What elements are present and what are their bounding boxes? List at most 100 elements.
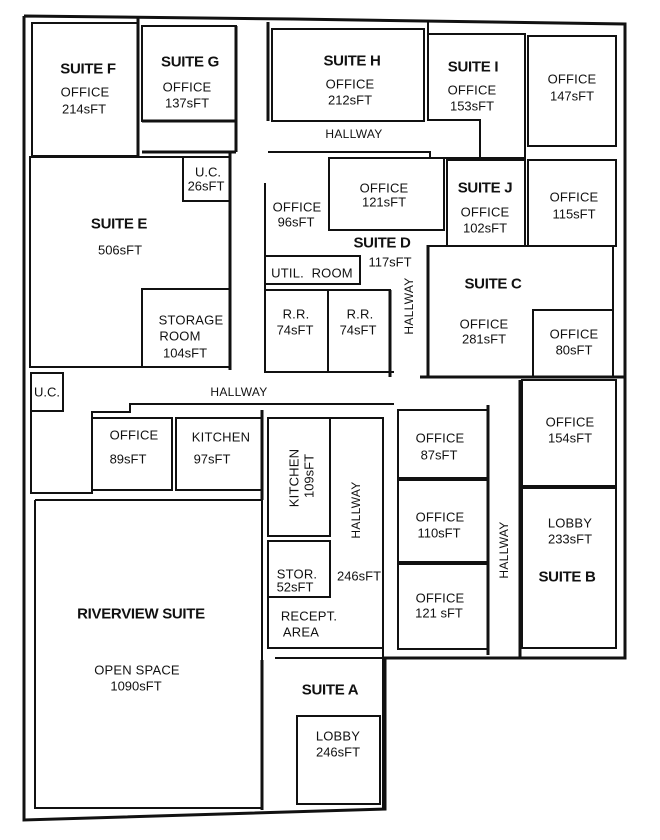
office-96[interactable]: OFFICE 96sFT [265, 183, 329, 256]
uc-west-label: U.C. [34, 384, 60, 400]
suite-j-name: SUITE J [457, 179, 513, 197]
suite-j-area: 102sFT [462, 220, 508, 236]
office-115[interactable]: OFFICE 115sFT [528, 160, 616, 246]
hallway-center-label: HALLWAY [349, 481, 364, 539]
suite-a-type: LOBBY [315, 728, 361, 744]
suite-b[interactable]: LOBBY 233sFT SUITE B [522, 488, 616, 648]
riverview-suite[interactable]: RIVERVIEW SUITE OPEN SPACE 1090sFT [35, 500, 262, 808]
suite-b-lobby-area: 233sFT [547, 531, 593, 547]
office-121-center[interactable]: OFFICE 121 sFT [398, 564, 488, 649]
suite-c-type: OFFICE [459, 316, 509, 332]
office-147-area: 147sFT [549, 88, 595, 104]
office-121-center-type: OFFICE [415, 590, 465, 606]
restroom-2-area: 74sFT [339, 322, 377, 338]
office-80-area: 80sFT [555, 342, 593, 358]
suite-f[interactable]: SUITE F OFFICE 214sFT [32, 23, 138, 156]
hallway-east-label: HALLWAY [497, 521, 512, 579]
office-154-area: 154sFT [547, 430, 593, 446]
office-110[interactable]: OFFICE 110sFT [398, 480, 488, 562]
suite-e-name: SUITE E [90, 215, 148, 233]
suite-i[interactable]: SUITE I OFFICE 153sFT [428, 34, 525, 120]
riverview-suite-area: 1090sFT [110, 678, 162, 694]
storage-52[interactable]: STOR. 52sFT [268, 541, 330, 597]
office-121-d-area: 121sFT [361, 194, 407, 210]
suite-j[interactable]: SUITE J OFFICE 102sFT [447, 160, 525, 246]
office-89-area: 89sFT [109, 451, 147, 467]
office-87-area: 87sFT [420, 447, 458, 463]
kitchen-109-area: 109sFT [301, 453, 317, 499]
office-110-type: OFFICE [415, 509, 465, 525]
suite-g[interactable]: SUITE G OFFICE 137sFT [142, 26, 236, 121]
suite-d-area: 117sFT [368, 254, 412, 270]
office-89[interactable]: OFFICE 89sFT [92, 418, 172, 490]
kitchen-97[interactable]: KITCHEN 97sFT [176, 418, 262, 490]
reception-area[interactable]: RECEPT. AREA [268, 597, 383, 648]
kitchen-97-area: 97sFT [193, 451, 231, 467]
office-80-type: OFFICE [549, 326, 599, 342]
office-147-type: OFFICE [547, 71, 597, 87]
office-110-area: 110sFT [417, 525, 461, 541]
suite-g-type: OFFICE [162, 79, 212, 95]
kitchen-109[interactable]: KITCHEN 109sFT [268, 418, 330, 536]
office-154[interactable]: OFFICE 154sFT [522, 380, 616, 486]
uc-west[interactable]: U.C. [31, 373, 63, 411]
util-room[interactable]: UTIL. ROOM [265, 256, 360, 284]
office-154-type: OFFICE [545, 414, 595, 430]
suite-a-area: 246sFT [315, 744, 361, 760]
suite-a-name: SUITE A [301, 681, 359, 699]
suite-h[interactable]: SUITE H OFFICE 212sFT [272, 29, 424, 121]
suite-g-area: 137sFT [164, 95, 210, 111]
office-121-d-type: OFFICE [359, 180, 409, 196]
suite-d-name: SUITE D [353, 234, 411, 252]
reception-label1: RECEPT. [280, 608, 338, 624]
office-96-type: OFFICE [272, 199, 322, 215]
riverview-suite-type: OPEN SPACE [94, 662, 180, 678]
reception-label2: AREA [282, 624, 320, 640]
suite-e-uc[interactable]: U.C. 26sFT [183, 157, 230, 201]
office-87-type: OFFICE [415, 430, 465, 446]
office-121-d[interactable]: OFFICE 121sFT [329, 158, 444, 230]
suite-c-name: SUITE C [464, 275, 522, 293]
hallway-top-label: HALLWAY [325, 127, 383, 142]
storage-room-label1: STORAGE [158, 312, 224, 328]
suite-b-lobby-type: LOBBY [547, 515, 593, 531]
hallway-center-area: 246sFT [336, 568, 382, 584]
office-115-area: 115sFT [552, 206, 596, 222]
restroom-1-area: 74sFT [276, 322, 314, 338]
office-80[interactable]: OFFICE 80sFT [533, 310, 613, 377]
suite-h-area: 212sFT [327, 92, 373, 108]
storage-room[interactable]: STORAGE ROOM 104sFT [142, 289, 230, 367]
suite-f-name: SUITE F [60, 60, 116, 78]
suite-h-type: OFFICE [325, 76, 375, 92]
storage-52-label: STOR. [276, 566, 318, 582]
restroom-2[interactable]: R.R. 74sFT [328, 290, 390, 372]
suite-f-type: OFFICE [60, 84, 110, 100]
suite-c[interactable]: SUITE C OFFICE 281sFT [428, 246, 613, 377]
storage-room-label2: ROOM [159, 328, 201, 344]
suite-e-uc-area: 26sFT [187, 178, 225, 194]
office-87[interactable]: OFFICE 87sFT [398, 410, 488, 478]
restroom-1[interactable]: R.R. 74sFT [265, 290, 328, 372]
office-96-area: 96sFT [277, 214, 315, 230]
restroom-1-label: R.R. [282, 306, 310, 322]
suite-h-name: SUITE H [323, 52, 381, 70]
suite-e[interactable]: SUITE E 506sFT [30, 157, 230, 367]
office-89-type: OFFICE [109, 427, 159, 443]
storage-room-area: 104sFT [162, 345, 208, 361]
suite-b-name: SUITE B [538, 568, 596, 586]
kitchen-97-type: KITCHEN [191, 429, 251, 445]
riverview-suite-name: RIVERVIEW SUITE [77, 605, 205, 623]
suite-i-area: 153sFT [449, 98, 495, 114]
suite-a[interactable]: SUITE A LOBBY 246sFT [275, 658, 383, 808]
office-147[interactable]: OFFICE 147sFT [528, 36, 616, 146]
storage-52-area: 52sFT [276, 579, 314, 595]
suite-e-area: 506sFT [97, 242, 143, 258]
util-room-label: UTIL. ROOM [271, 265, 353, 281]
suite-i-name: SUITE I [447, 58, 499, 76]
suite-f-area: 214sFT [61, 101, 107, 117]
suite-i-type: OFFICE [447, 82, 497, 98]
suite-g-name: SUITE G [161, 53, 219, 71]
suite-j-type: OFFICE [460, 204, 510, 220]
